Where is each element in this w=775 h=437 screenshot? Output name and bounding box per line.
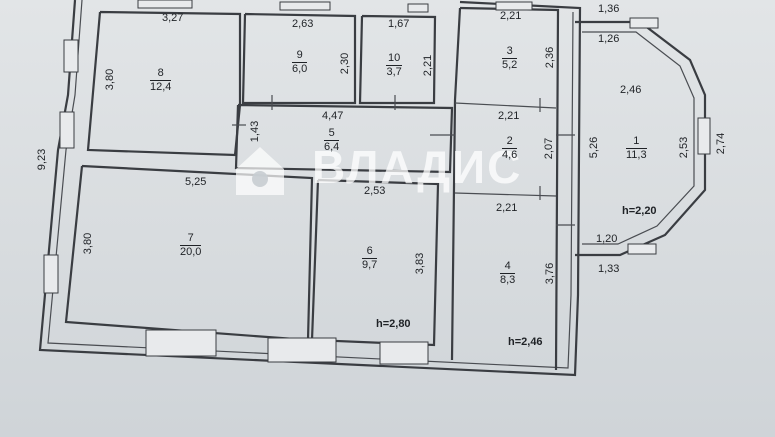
room-10-walls bbox=[358, 14, 437, 105]
room-6-walls bbox=[310, 178, 440, 347]
room-8-label: 8 12,4 bbox=[150, 67, 172, 94]
window bbox=[279, 1, 331, 11]
room-4-label: 4 8,3 bbox=[500, 260, 516, 287]
dim-2-07: 2,07 bbox=[543, 137, 556, 160]
height-h-2-20: h=2,20 bbox=[622, 205, 657, 217]
room-1-label: 1 11,3 bbox=[626, 135, 647, 162]
dim-2-36: 2,36 bbox=[544, 46, 557, 69]
dim-5-26: 5,26 bbox=[588, 136, 601, 159]
room-5-label: 5 6,4 bbox=[324, 127, 340, 154]
room-area: 11,3 bbox=[626, 149, 647, 161]
dim-3-80-left: 3,80 bbox=[82, 232, 95, 255]
dim-2-53-right: 2,53 bbox=[678, 136, 691, 159]
height-h-2-46: h=2,46 bbox=[508, 336, 543, 348]
dim-1-20: 1,20 bbox=[596, 233, 618, 245]
dim-2-21-mid: 2,21 bbox=[498, 110, 520, 122]
dim-1-26: 1,26 bbox=[598, 33, 620, 45]
dim-3-27: 3,27 bbox=[162, 12, 184, 24]
window bbox=[495, 1, 533, 11]
room-area: 20,0 bbox=[180, 246, 202, 258]
bay-wall-inner bbox=[582, 31, 695, 245]
dim-1-43: 1,43 bbox=[249, 120, 262, 143]
dim-4-47: 4,47 bbox=[322, 110, 344, 122]
window bbox=[629, 17, 659, 29]
window bbox=[59, 111, 75, 149]
dim-1-33: 1,33 bbox=[598, 263, 620, 275]
dim-3-76: 3,76 bbox=[544, 262, 557, 285]
room-number: 10 bbox=[386, 52, 403, 66]
room-number: 4 bbox=[500, 260, 516, 274]
room-area: 12,4 bbox=[150, 81, 172, 93]
dim-2-21-top: 2,21 bbox=[500, 10, 522, 22]
dim-2-53-mid: 2,53 bbox=[364, 185, 386, 197]
room-9-walls bbox=[241, 12, 357, 105]
room-number: 3 bbox=[502, 45, 518, 59]
window bbox=[697, 117, 711, 155]
window bbox=[137, 0, 193, 9]
room-area: 6,4 bbox=[324, 141, 340, 153]
dim-1-36: 1,36 bbox=[598, 3, 620, 15]
outer-wall-inner bbox=[47, 0, 574, 369]
dim-2-30: 2,30 bbox=[339, 52, 352, 75]
room-area: 9,7 bbox=[362, 259, 378, 271]
room-number: 5 bbox=[324, 127, 340, 141]
window bbox=[145, 329, 217, 357]
room-number: 6 bbox=[362, 245, 378, 259]
dim-3-83: 3,83 bbox=[414, 252, 427, 275]
window bbox=[43, 254, 59, 294]
room-2-label: 2 4,6 bbox=[502, 135, 518, 162]
room-number: 1 bbox=[626, 135, 647, 149]
dim-2-63: 2,63 bbox=[292, 18, 314, 30]
room-number: 8 bbox=[150, 67, 172, 81]
room-10-label: 10 3,7 bbox=[386, 52, 403, 79]
corridor-left-wall bbox=[450, 7, 462, 361]
room-6-label: 6 9,7 bbox=[362, 245, 378, 272]
room-9-label: 9 6,0 bbox=[292, 49, 308, 76]
corridor-divider-1 bbox=[454, 102, 557, 109]
dim-5-25: 5,25 bbox=[185, 176, 207, 188]
room-3-label: 3 5,2 bbox=[502, 45, 518, 72]
height-h-2-80: h=2,80 bbox=[376, 318, 411, 330]
dim-2-46: 2,46 bbox=[620, 84, 642, 96]
dim-2-21-low: 2,21 bbox=[496, 202, 518, 214]
window bbox=[627, 243, 657, 255]
dim-1-67: 1,67 bbox=[388, 18, 410, 30]
dim-2-74: 2,74 bbox=[715, 132, 728, 155]
room-area: 6,0 bbox=[292, 63, 308, 75]
room-number: 2 bbox=[502, 135, 518, 149]
window bbox=[407, 3, 429, 13]
room-area: 8,3 bbox=[500, 274, 516, 286]
room-area: 3,7 bbox=[386, 66, 402, 78]
room-number: 7 bbox=[180, 232, 202, 246]
window bbox=[379, 341, 429, 365]
dim-3-80-top: 3,80 bbox=[104, 68, 117, 91]
watermark-logo-icon bbox=[236, 147, 284, 195]
corridor-divider-2 bbox=[454, 192, 557, 197]
room-7-label: 7 20,0 bbox=[180, 232, 202, 259]
dim-9-23: 9,23 bbox=[36, 148, 49, 171]
window bbox=[63, 39, 79, 73]
room-number: 9 bbox=[292, 49, 308, 63]
room-area: 4,6 bbox=[502, 149, 518, 161]
room-area: 5,2 bbox=[502, 59, 518, 71]
dim-2-21-r10: 2,21 bbox=[422, 54, 435, 77]
corridor-right-wall bbox=[459, 6, 560, 371]
watermark-text: ВЛАДИС bbox=[312, 141, 523, 193]
window bbox=[267, 337, 337, 363]
room-5-walls bbox=[234, 103, 454, 174]
